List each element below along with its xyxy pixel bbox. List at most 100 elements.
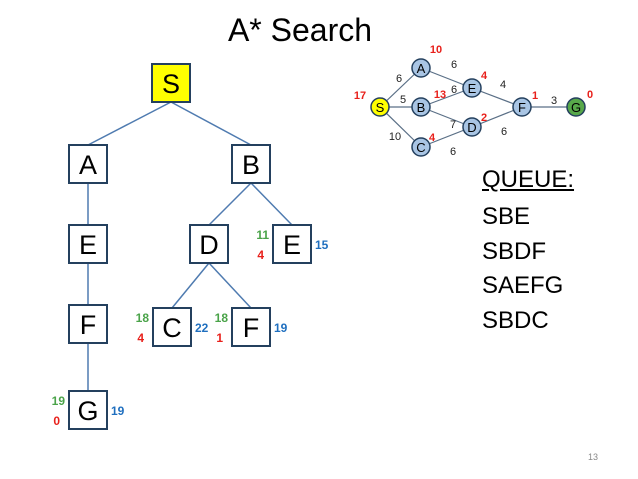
- tree-node-label: F: [243, 313, 260, 343]
- queue-list: SBE SBDF SAEFG SBDC: [482, 200, 563, 338]
- edge-cost-label: 6: [450, 146, 456, 158]
- tree-node-box: [68, 224, 108, 264]
- heuristic-label: 13: [434, 89, 446, 101]
- tree-node-box: [68, 390, 108, 430]
- g-cost-label: 11: [256, 228, 269, 242]
- queue-entry: SBDF: [482, 237, 547, 265]
- tree-node-box: [231, 144, 271, 184]
- tree-edge: [170, 101, 252, 146]
- graph-node-label: C: [416, 140, 425, 155]
- queue-entry: SBE: [482, 203, 531, 230]
- graph-node-circle: [462, 78, 482, 98]
- graph-node-circle: [370, 97, 390, 117]
- tree-node-label: S: [162, 69, 180, 99]
- f-cost-label: 19: [111, 404, 125, 418]
- graph-node-circle: [462, 117, 482, 137]
- graph-node-b: B 13: [411, 89, 446, 117]
- f-cost-label: 15: [315, 238, 329, 252]
- edge-cost-label: 5: [400, 94, 406, 106]
- tree-node-f: F: [68, 304, 108, 344]
- heuristic-label: 10: [430, 44, 442, 56]
- edge-cost-label: 6: [501, 126, 507, 138]
- graph-node-e: E4: [462, 70, 488, 98]
- graph-node-circle: [411, 58, 431, 78]
- tree-node-box: [68, 144, 108, 184]
- heuristic-label: 4: [481, 70, 488, 82]
- graph-node-g: G0: [566, 89, 593, 117]
- graph-node-circle: [566, 97, 586, 117]
- tree-node-label: G: [77, 396, 98, 426]
- tree-node-box: [231, 307, 271, 347]
- edge-cost-label: 4: [500, 79, 506, 91]
- tree-edge: [208, 262, 252, 309]
- tree-edge: [87, 101, 172, 146]
- tree-node-e: E: [68, 224, 108, 264]
- edge-cost-label: 3: [551, 95, 557, 107]
- heuristic-label: 0: [587, 89, 593, 101]
- graph-node-s: S 17: [354, 90, 390, 117]
- page-number: 13: [588, 452, 599, 462]
- tree-node-box: [68, 304, 108, 344]
- g-cost-label: 19: [52, 394, 66, 408]
- graph-node-c: C4: [411, 132, 436, 157]
- heuristic-label: 4: [257, 248, 264, 262]
- graph-node-circle: [512, 97, 532, 117]
- heuristic-label: 1: [532, 90, 538, 102]
- tree-node-label: F: [80, 310, 97, 340]
- graph-node-label: D: [467, 120, 476, 135]
- f-cost-label: 19: [274, 321, 288, 335]
- graph-node-label: S: [376, 100, 385, 115]
- tree-edge: [250, 182, 293, 226]
- tree-node-box: [152, 307, 192, 347]
- graph-node-label: G: [571, 100, 581, 115]
- graph-node-d: D2: [462, 112, 487, 137]
- tree-node-a: A: [68, 144, 108, 184]
- heuristic-label: 1: [216, 331, 223, 345]
- g-cost-label: 18: [136, 311, 150, 325]
- tree-node-box: [151, 63, 191, 103]
- tree-node-e: E 11 4 15: [256, 224, 329, 264]
- graph-node-circle: [411, 137, 431, 157]
- queue-title: QUEUE:: [482, 166, 575, 193]
- queue-entry: SAEFG: [482, 272, 564, 299]
- heuristic-label: 2: [481, 112, 487, 124]
- graph-node-label: A: [417, 61, 426, 76]
- tree-node-box: [272, 224, 312, 264]
- edge-cost-label: 6: [396, 73, 402, 85]
- heuristic-label: 4: [429, 132, 436, 144]
- graph-node-label: E: [468, 81, 477, 96]
- graph-node-label: F: [518, 100, 526, 115]
- tree-node-label: D: [199, 230, 219, 260]
- tree-node-label: B: [242, 150, 260, 180]
- tree-node-d: D: [189, 224, 229, 264]
- g-cost-label: 18: [215, 311, 229, 325]
- tree-node-s: S: [151, 63, 191, 103]
- heuristic-label: 17: [354, 90, 366, 102]
- graph-node-label: B: [417, 100, 426, 115]
- tree-node-g: G 19 0 19: [52, 390, 125, 430]
- tree-edge: [208, 182, 252, 226]
- tree-node-label: E: [79, 230, 97, 260]
- tree-node-box: [189, 224, 229, 264]
- heuristic-label: 4: [137, 331, 144, 345]
- edge-cost-label: 7: [450, 119, 456, 131]
- graph-node-f: F1: [512, 90, 538, 117]
- tree-node-label: C: [162, 313, 182, 343]
- tree-edge: [171, 262, 210, 309]
- graph-node-circle: [411, 97, 431, 117]
- tree-node-c: C 18 4 22: [136, 307, 209, 347]
- edge-cost-label: 10: [389, 131, 401, 143]
- f-cost-label: 22: [195, 321, 209, 335]
- tree-node-f: F 18 1 19: [215, 307, 288, 347]
- slide-title: A* Search: [227, 12, 373, 48]
- tree-node-b: B: [231, 144, 271, 184]
- queue-entry: SBDC: [482, 306, 549, 334]
- heuristic-label: 0: [53, 414, 60, 428]
- edge-cost-label: 6: [451, 59, 457, 71]
- tree-node-label: E: [283, 230, 301, 260]
- graph-node-a: A 10: [411, 44, 442, 78]
- tree-node-label: A: [79, 150, 97, 180]
- edge-cost-label: 6: [451, 84, 457, 96]
